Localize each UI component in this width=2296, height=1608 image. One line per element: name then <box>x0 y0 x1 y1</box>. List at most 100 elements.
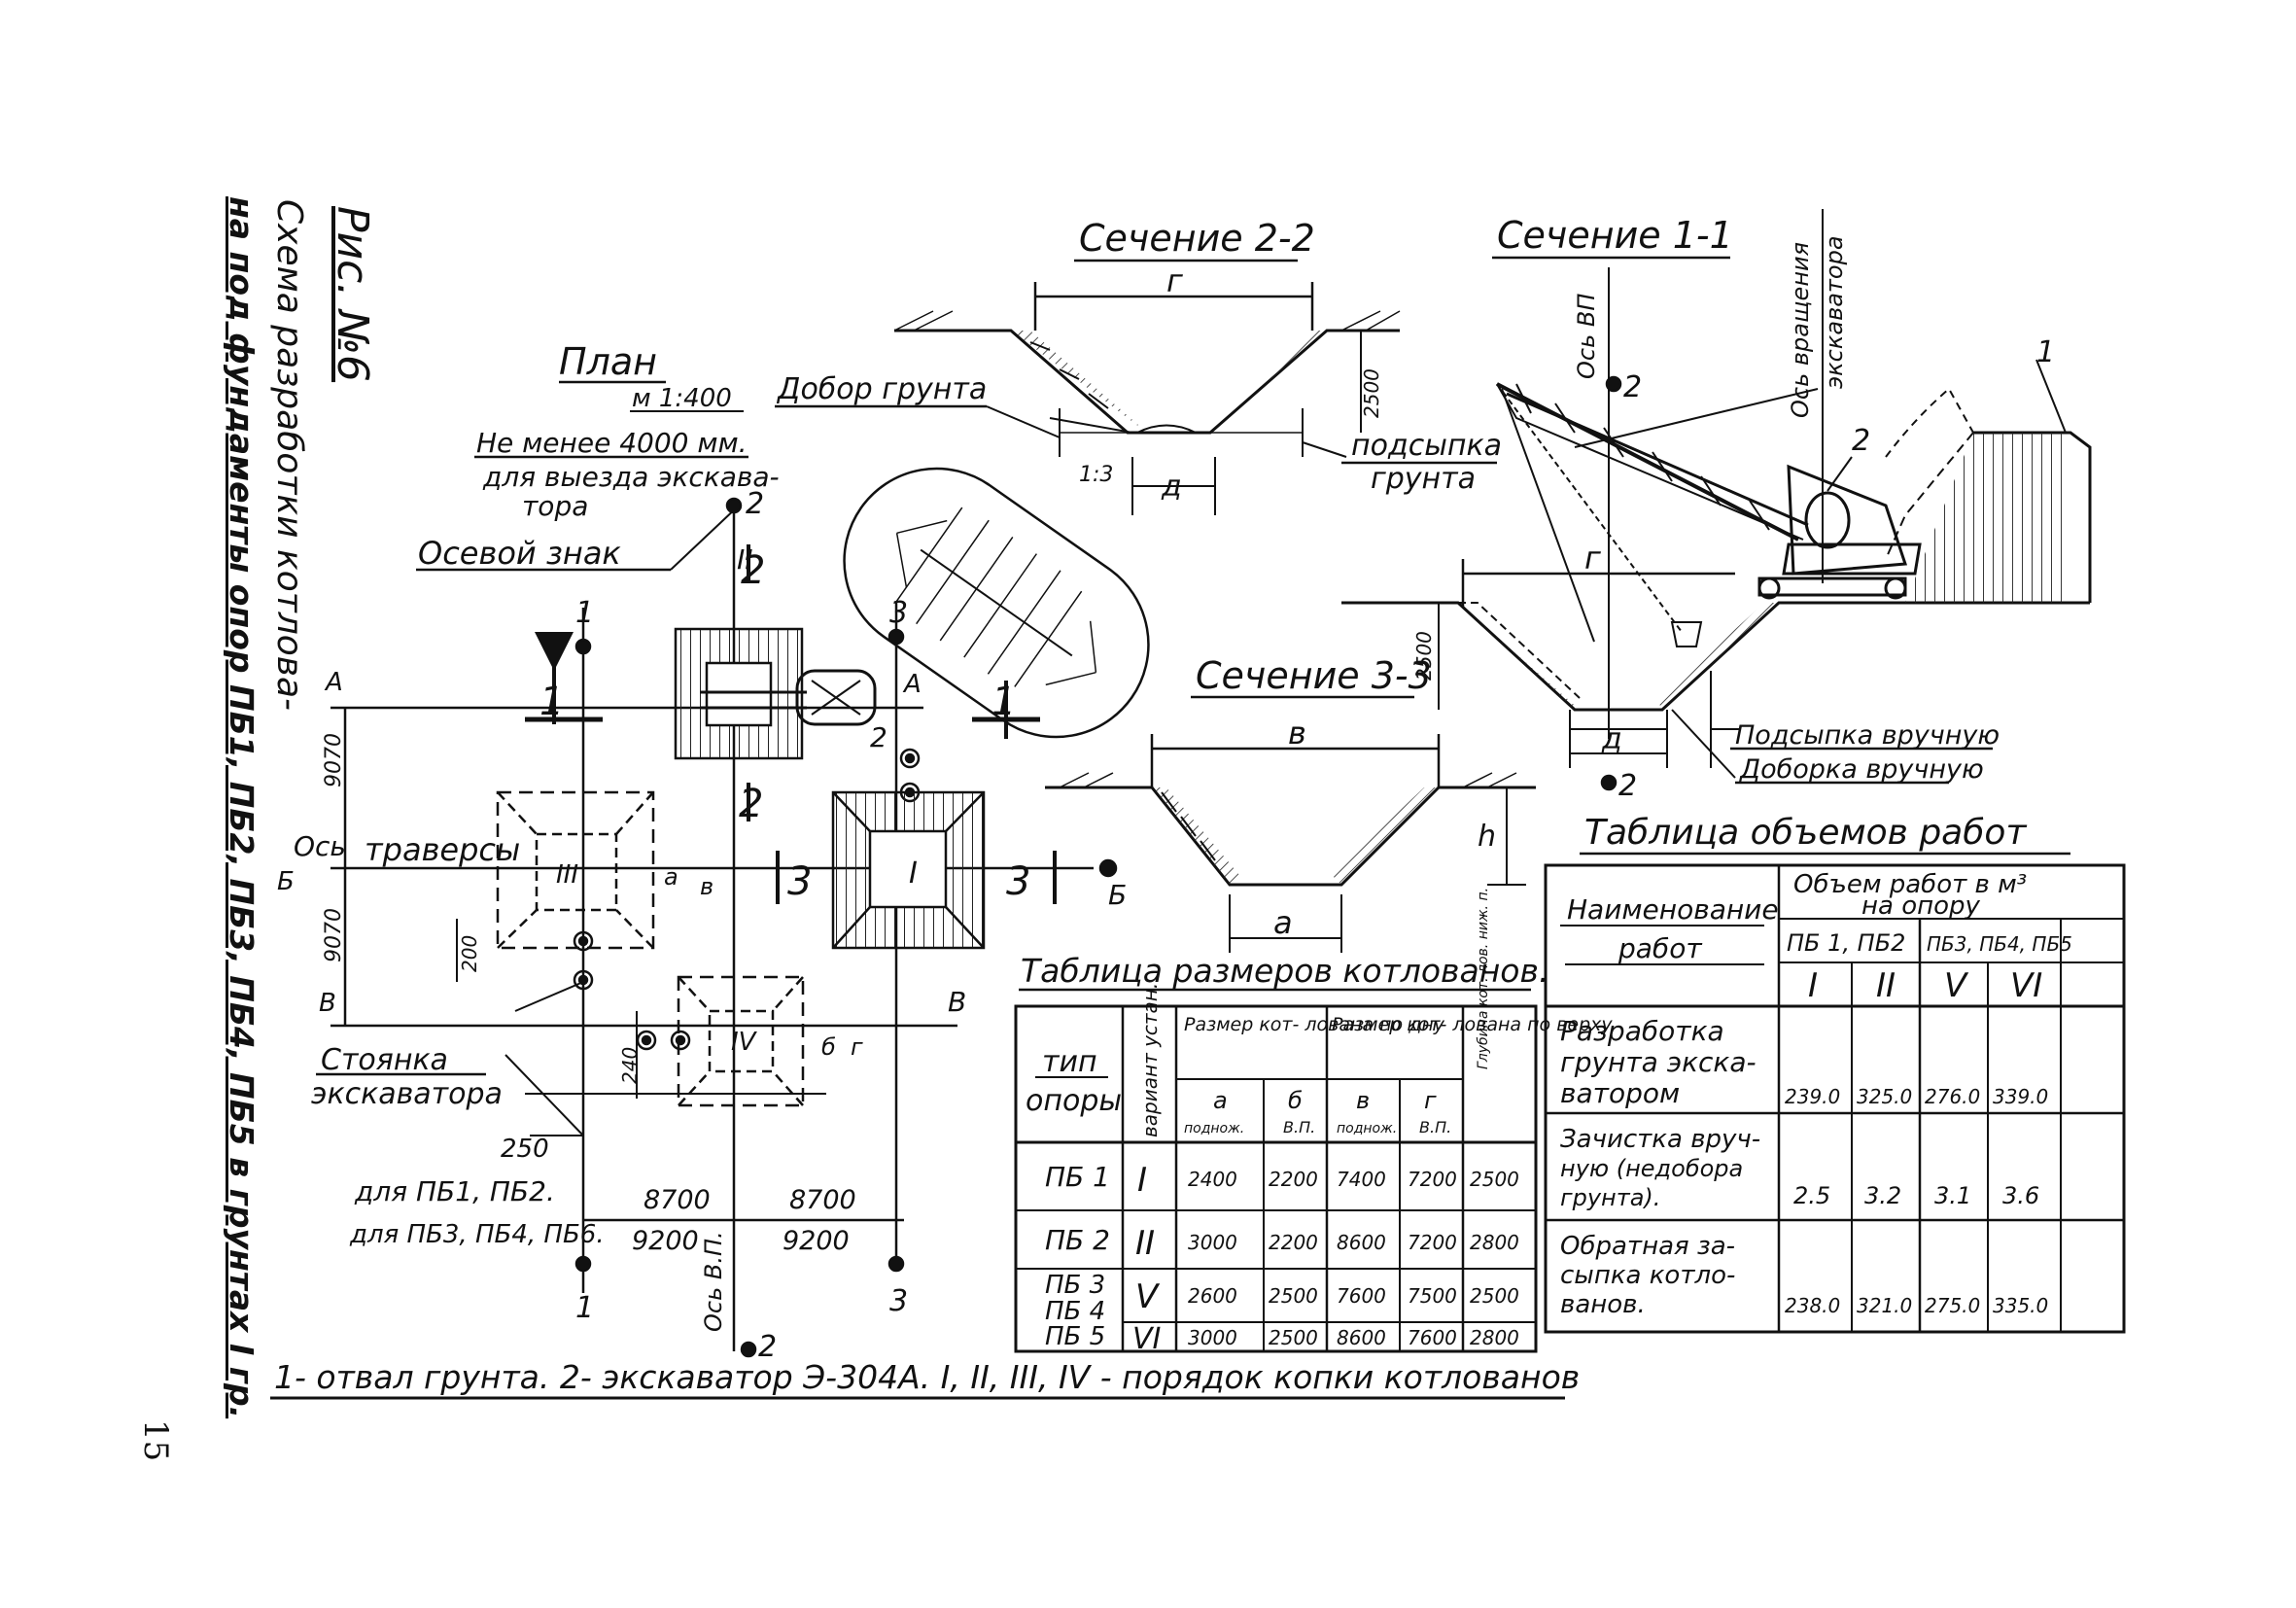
for-pb12-label: для ПБ1, ПБ2. <box>354 1175 555 1207</box>
vol-row1-name-1: Разработка <box>1560 1015 1724 1047</box>
s11-mark-2-top: 2 <box>1623 370 1642 404</box>
s11-clean-hand: Доборка вручную <box>1739 754 1984 785</box>
plan-dim-v: в <box>700 873 713 900</box>
vol-row3-v4: 335.0 <box>1993 1294 2048 1317</box>
cut-3-label-left: 3 <box>787 859 812 904</box>
s11-fill-hand: Подсыпка вручную <box>1735 720 2000 751</box>
vol-row3-v3: 275.0 <box>1925 1294 1980 1317</box>
plan-title: План <box>559 340 657 383</box>
pit-I-label: I <box>909 856 918 891</box>
s33-dim-v: в <box>1288 715 1306 752</box>
vol-h-col3: V <box>1944 966 1969 1005</box>
plan-mark-2-top: 2 <box>746 487 764 521</box>
dims-row1-type: ПБ 1 <box>1045 1161 1110 1193</box>
vol-row1-v1: 239.0 <box>1785 1085 1840 1108</box>
plan-mark-B-right: Б <box>1108 879 1127 911</box>
dims-h-b2: В.П. <box>1283 1118 1315 1136</box>
section-1-1-title: Сечение 1-1 <box>1497 214 1733 257</box>
dims-row5-b: 2500 <box>1269 1326 1318 1349</box>
dims-table: Таблица размеров котлованов. тип опоры в… <box>1014 888 1613 1356</box>
s11-mark-2-bottom: 2 <box>1618 769 1637 803</box>
volume-table: Таблица объемов работ Наименование работ… <box>1544 813 2126 1334</box>
excavator-plan <box>795 669 877 726</box>
dims-row1-h: 2500 <box>1470 1168 1519 1191</box>
vol-h-col2: II <box>1876 966 1896 1005</box>
cut-1-label: 1 <box>539 680 564 724</box>
dims-row5-var: VI <box>1132 1322 1162 1356</box>
dims-row1-g: 7200 <box>1408 1168 1457 1191</box>
section-2-2: Сечение 2-2 г д 2500 1:3 Добор грунта по… <box>775 217 1502 515</box>
plan-mark-1-top: 1 <box>575 596 594 630</box>
dims-row5-h: 2800 <box>1470 1326 1519 1349</box>
s11-mark-2-excavator: 2 <box>1852 424 1870 458</box>
dims-h-g2: В.П. <box>1419 1118 1451 1136</box>
vol-h-col1: I <box>1808 966 1818 1005</box>
vol-row2-v2: 3.2 <box>1864 1182 1901 1209</box>
vol-h-name2: работ <box>1618 932 1702 964</box>
dims-row1-v: 7400 <box>1337 1168 1386 1191</box>
plan-mark-2-bottom: 2 <box>758 1330 777 1364</box>
plan-dim-g: г <box>851 1033 863 1061</box>
parking-label-1: Стоянка <box>321 1043 448 1077</box>
vol-row3-name-1: Обратная за- <box>1560 1232 1735 1261</box>
dims-row3-a: 2600 <box>1188 1284 1237 1308</box>
vol-row1-name-3: ватором <box>1560 1077 1680 1109</box>
dims-row3-var: V <box>1135 1277 1161 1316</box>
parking-label-2: экскаватора <box>311 1077 503 1111</box>
s33-dim-h: h <box>1478 820 1496 854</box>
plan-mark-3-top: 3 <box>889 596 908 630</box>
dims-h-depth: Глубина кот. лов. ниж. п. <box>1476 888 1491 1069</box>
dims-row2-a: 3000 <box>1188 1231 1237 1254</box>
dims-h-var: вариант устан. <box>1138 983 1162 1137</box>
axis-word: Ось <box>294 830 346 862</box>
dims-row1-b: 2200 <box>1269 1168 1318 1191</box>
pit-IV-label: IV <box>731 1028 758 1057</box>
plan-note-3: тора <box>522 490 588 522</box>
dims-row3-v: 7600 <box>1337 1284 1386 1308</box>
dims-row1-var: I <box>1137 1161 1147 1200</box>
dims-h-type2: опоры <box>1026 1084 1122 1118</box>
plan-note-2: для выезда экскава- <box>482 461 780 493</box>
legend-text: 1- отвал грунта. 2- экскаватор Э-304А. I… <box>274 1358 1580 1396</box>
vol-row1-v4: 339.0 <box>1993 1085 2048 1108</box>
dim-200: 200 <box>458 935 481 972</box>
dims-h-g: г <box>1424 1087 1437 1114</box>
section-3-3-title: Сечение 3-3 <box>1196 654 1432 697</box>
vol-h-vol2: на опору <box>1861 891 1981 921</box>
plan-mark-3-bottom: 3 <box>889 1284 908 1318</box>
vol-row2-v1: 2.5 <box>1793 1182 1830 1209</box>
s22-slope: 1:3 <box>1079 463 1113 487</box>
plan-mark-B: Б <box>277 867 295 896</box>
s11-dim-d: д <box>1601 722 1622 756</box>
plan-scale: м 1:400 <box>632 384 732 413</box>
s11-depth: 2500 <box>1412 631 1436 681</box>
vol-row2-name-2: ную (недобора <box>1560 1155 1743 1182</box>
vol-row1-name-2: грунта экска- <box>1560 1046 1757 1078</box>
dims-row5-a: 3000 <box>1188 1326 1237 1349</box>
plan-view: План м 1:400 Не менее 4000 мм. для выезд… <box>277 340 1150 1364</box>
s22-extra-label: Добор грунта <box>776 372 987 406</box>
dims-row4-type: ПБ 4 <box>1045 1297 1105 1326</box>
dims-h-top: Размер кот- лована по верху <box>1332 1014 1613 1035</box>
dims-h-a2: поднож. <box>1184 1121 1244 1136</box>
plan-note-1: Не менее 4000 мм. <box>476 427 748 459</box>
pit-III-label: III <box>556 860 578 890</box>
section-1-1: Сечение 1-1 2 Ось ВП Ось вращения экскав… <box>1341 209 2092 803</box>
dims-row2-g: 7200 <box>1408 1231 1457 1254</box>
plan-mark-V-right: В <box>948 986 966 1018</box>
pit-II-label: II <box>737 543 753 576</box>
for-pb345-label: для ПБ3, ПБ4, ПБ6. <box>349 1220 605 1249</box>
cut-1-label-right: 1 <box>991 680 1016 724</box>
s22-fill-label-1: подсыпка <box>1351 429 1502 463</box>
vol-h-name1: Наименование <box>1567 893 1779 926</box>
s33-dim-a: а <box>1273 904 1293 941</box>
axis-vp-label: Ось В.П. <box>700 1231 727 1332</box>
dim-8700-left: 8700 <box>644 1185 711 1215</box>
plan-mark-1-bottom: 1 <box>575 1291 594 1325</box>
dims-row5-g: 7600 <box>1408 1326 1457 1349</box>
dims-row2-b: 2200 <box>1269 1231 1318 1254</box>
s11-axis-rot-1: Ось вращения <box>1787 242 1814 418</box>
s22-dim-g: г <box>1166 262 1183 299</box>
dims-row5-v: 8600 <box>1337 1326 1386 1349</box>
